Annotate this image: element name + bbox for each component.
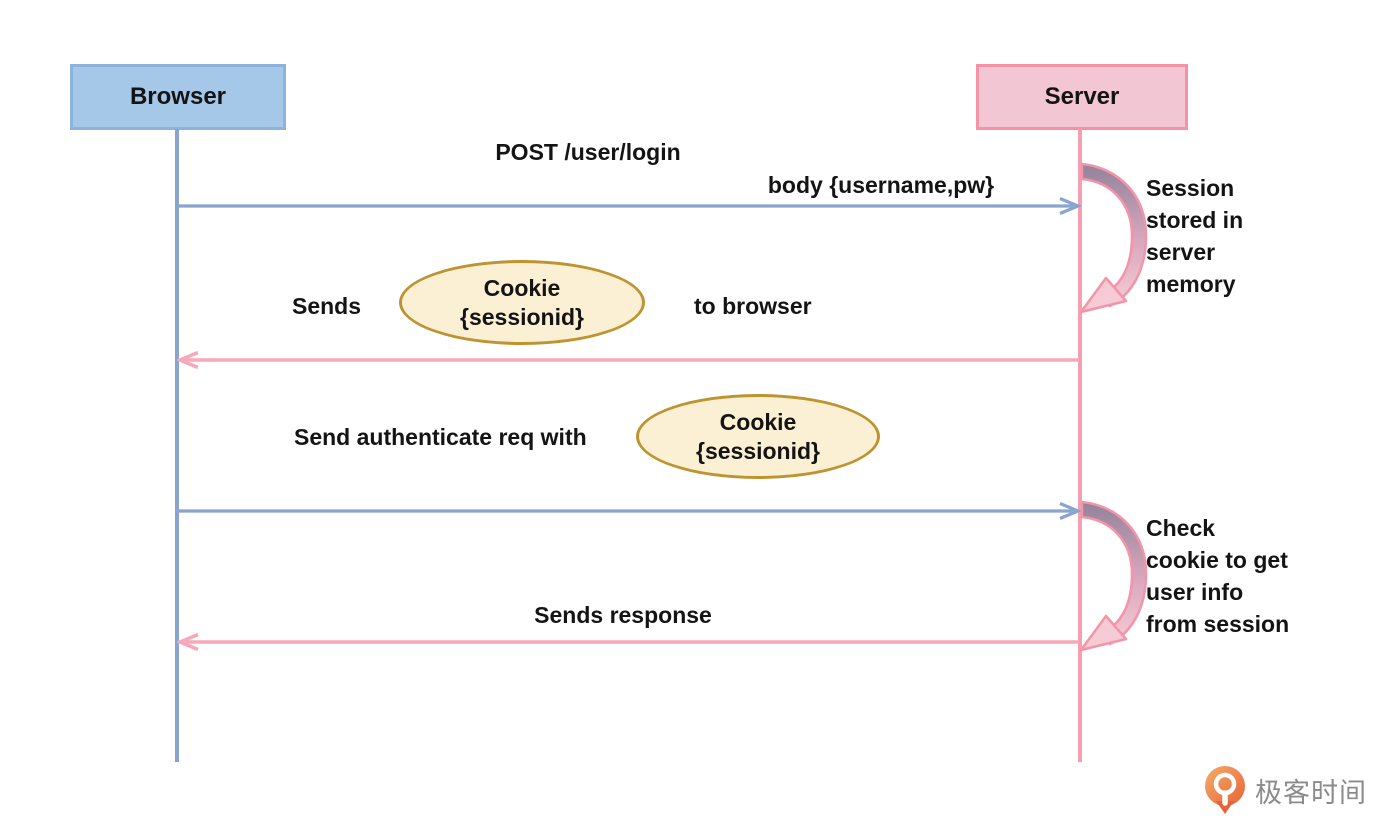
arrowhead-right-icon — [1059, 502, 1081, 520]
cookie-ellipse-1: Cookie {sessionid} — [399, 260, 645, 345]
arrowhead-left-icon — [177, 632, 199, 652]
actor-label-server: Server — [1044, 83, 1120, 110]
lifeline-server — [1078, 129, 1082, 762]
note-line: user info — [1146, 579, 1244, 605]
note-line: cookie to get — [1146, 547, 1288, 573]
watermark-logo: 极客时间 — [1202, 764, 1367, 816]
message-4-label: Sends response — [534, 602, 712, 628]
message-arrow-4-left — [177, 632, 1079, 652]
cookie-value: {sessionid} — [460, 303, 584, 330]
note-line: stored in — [1146, 207, 1244, 233]
note-line: from session — [1146, 611, 1290, 637]
message-arrow-3-right — [179, 502, 1081, 520]
arrowhead-left-icon — [177, 350, 199, 370]
actor-label-browser: Browser — [129, 83, 227, 110]
lifeline-browser — [175, 129, 179, 762]
actor-box-server: Server — [976, 64, 1188, 130]
cookie-title: Cookie — [719, 409, 797, 436]
geektime-logo-icon — [1205, 766, 1245, 814]
actor-box-browser: Browser — [70, 64, 286, 130]
note-line: Check — [1146, 515, 1216, 541]
message-2-label-post: to browser — [694, 293, 812, 319]
message-1-label: POST /user/login — [495, 139, 681, 165]
cookie-ellipse-2: Cookie {sessionid} — [636, 394, 880, 479]
cookie-value: {sessionid} — [696, 437, 820, 464]
message-3-label-pre: Send authenticate req with — [294, 424, 587, 450]
note-line: memory — [1146, 271, 1236, 297]
self-arrow-check-icon — [1080, 500, 1148, 652]
brand-text: 极客时间 — [1255, 777, 1367, 808]
message-2-label-pre: Sends — [292, 293, 362, 319]
message-arrow-2-left — [177, 350, 1079, 370]
note-session-stored: Session stored in server memory — [1146, 172, 1243, 300]
arrowhead-right-icon — [1059, 197, 1081, 215]
note-line: Session — [1146, 175, 1235, 201]
self-arrow-session-icon — [1080, 162, 1148, 314]
cookie-title: Cookie — [483, 275, 561, 302]
message-arrow-1-right — [179, 197, 1081, 215]
note-line: server — [1146, 239, 1216, 265]
message-1-sublabel: body {username,pw} — [767, 172, 995, 198]
note-check-cookie: Check cookie to get user info from sessi… — [1146, 512, 1289, 640]
